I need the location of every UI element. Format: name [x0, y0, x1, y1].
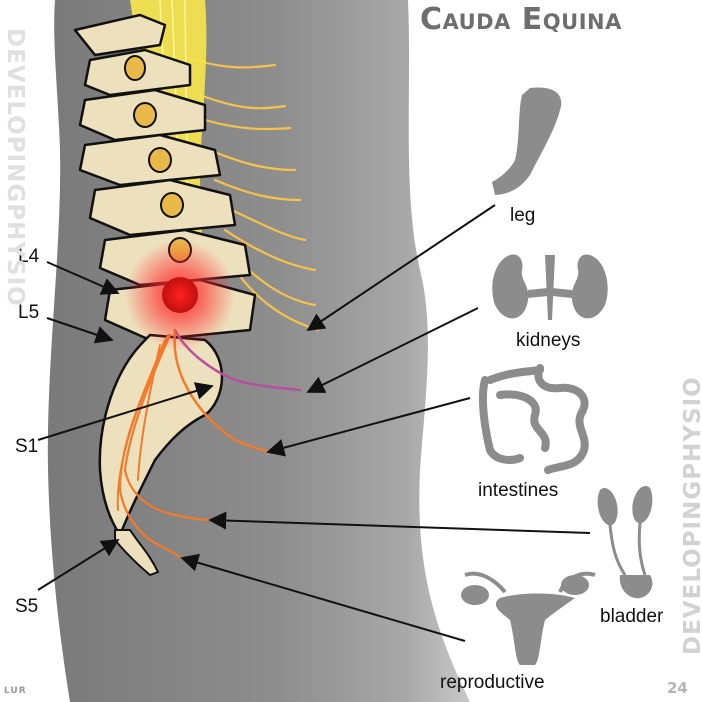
page-number: 24: [667, 679, 688, 697]
coccyx: [114, 529, 160, 577]
reproductive-tubes: [464, 571, 596, 594]
label-leg: leg: [510, 205, 536, 226]
author-initials: LUR: [4, 686, 27, 696]
label-intestines: intestines: [478, 480, 559, 501]
sacral-nerves: [116, 328, 302, 560]
label-bladder: bladder: [600, 606, 664, 627]
leg-icon: [492, 87, 562, 195]
reproductive-icon: [461, 575, 589, 665]
bladder-icon: [597, 485, 653, 599]
label-l5: L5: [18, 302, 40, 323]
label-s1: S1: [15, 436, 39, 457]
label-s5: S5: [15, 596, 39, 617]
compression-core: [162, 277, 198, 313]
intestines-icon: [478, 364, 589, 474]
diagram-title: Cauda Equina: [420, 2, 622, 37]
kidneys-icon: [492, 254, 608, 320]
watermark-left: DEVELOPINGPHYSIO: [2, 28, 28, 307]
pointer-lines: [37, 204, 591, 642]
label-kidneys: kidneys: [516, 330, 581, 351]
bladder-tubes: [608, 522, 647, 576]
label-l4: L4: [18, 246, 40, 267]
label-reproductive: reproductive: [440, 672, 545, 693]
watermark-right: DEVELOPINGPHYSIO: [680, 376, 702, 655]
